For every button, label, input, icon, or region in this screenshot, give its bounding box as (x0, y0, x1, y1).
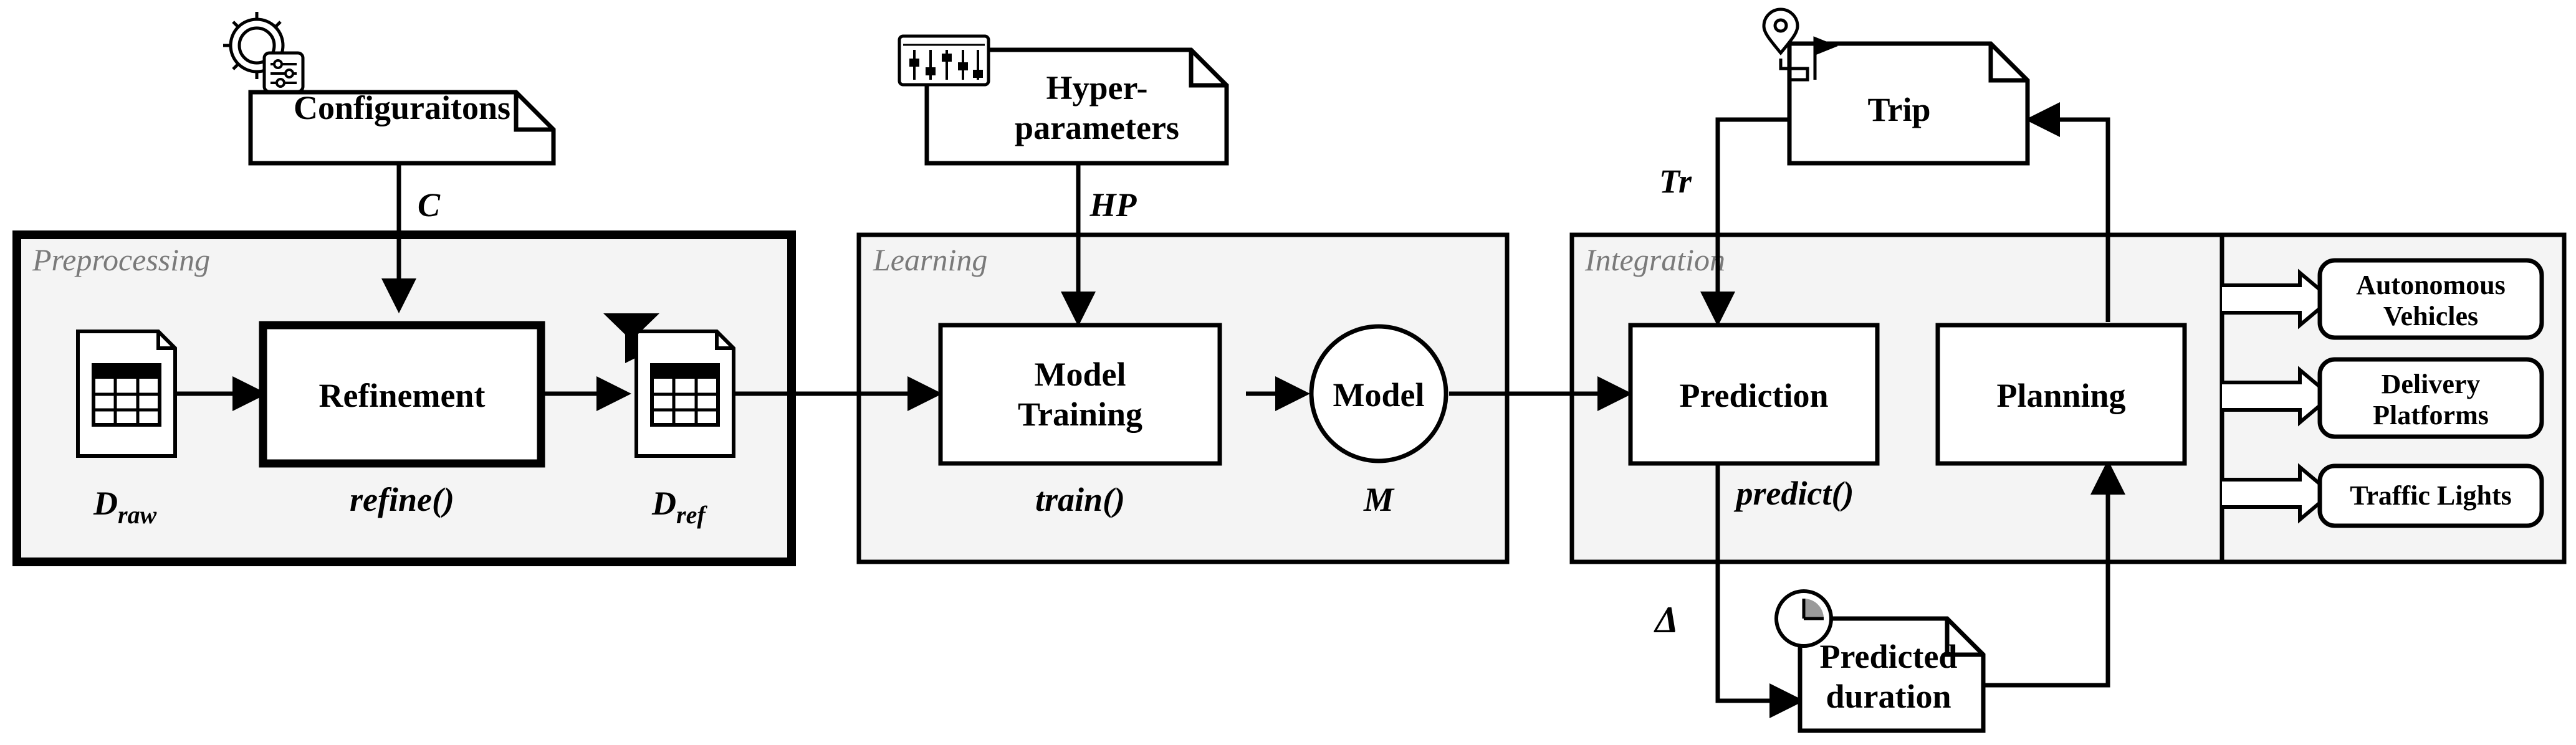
raw-data-table-icon (76, 330, 177, 458)
train-function-label: train() (1035, 481, 1125, 518)
hyperparameters-label-1: Hyper- (1046, 69, 1148, 107)
hp-label: HP (1089, 186, 1137, 224)
tr-label: Tr (1659, 163, 1692, 200)
autonomous-label-1: Autonomous (2356, 270, 2506, 300)
model-node: Model (1309, 324, 1448, 463)
hyperparameters-label-2: parameters (1015, 109, 1179, 146)
d-raw-label: Draw (93, 485, 157, 529)
c-label: C (418, 186, 441, 224)
learning-label: Learning (873, 242, 987, 277)
refinement-label: Refinement (319, 377, 486, 414)
delivery-label-1: Delivery (2382, 369, 2481, 399)
predicted-duration-document: Predicted duration (1798, 616, 1986, 733)
equalizer-icon (898, 34, 990, 87)
model-training-label-1: Model (1035, 356, 1126, 393)
connectors (175, 102, 2125, 718)
filter-funnel-icon (603, 313, 659, 363)
delivery-label-2: Platforms (2373, 400, 2489, 430)
clock-icon (1774, 589, 1833, 648)
arrow-planning-to-trip (2025, 102, 2110, 322)
autonomous-vehicles-box: Autonomous Vehicles (2317, 258, 2544, 340)
d-ref-label: Dref (651, 485, 707, 529)
delivery-platforms-box: Delivery Platforms (2317, 357, 2544, 439)
integration-label: Integration (1584, 242, 1725, 277)
predicted-label-2: duration (1826, 678, 1951, 715)
arrow-prediction-to-duration (1715, 464, 1804, 718)
preprocessing-label: Preprocessing (32, 242, 210, 277)
delta-label: Δ (1654, 599, 1678, 640)
traffic-lights-box: Traffic Lights (2317, 463, 2544, 528)
prediction-label: Prediction (1680, 377, 1829, 414)
output-arrows (2222, 268, 2334, 524)
predicted-label-1: Predicted (1820, 638, 1958, 675)
planning-process: Planning (1935, 323, 2187, 466)
refine-function-label: refine() (350, 481, 454, 518)
model-training-process: Model Training (938, 323, 1222, 466)
configurations-label: Configuraitons (294, 89, 510, 126)
hyperparameters-document: Hyper- parameters (924, 47, 1229, 166)
trip-label: Trip (1867, 91, 1930, 128)
prediction-process: Prediction (1628, 323, 1880, 466)
model-label: Model (1333, 376, 1425, 414)
arrow-trip-to-prediction (1700, 117, 1789, 326)
m-label: M (1363, 481, 1395, 518)
planning-label: Planning (1996, 377, 2125, 414)
configurations-document: Configuraitons (248, 89, 556, 166)
traffic-label: Traffic Lights (2350, 480, 2512, 511)
route-pin-flag-icon (1762, 7, 1838, 82)
gear-sliders-icon (223, 12, 305, 93)
refinement-process: Refinement (259, 321, 545, 468)
refined-data-table-icon (634, 330, 735, 458)
arrow-duration-to-planning (1983, 460, 2125, 688)
autonomous-label-2: Vehicles (2383, 301, 2478, 331)
predict-function-label: predict() (1734, 475, 1854, 512)
trip-document: Trip (1787, 41, 2030, 166)
model-training-label-2: Training (1018, 396, 1142, 433)
